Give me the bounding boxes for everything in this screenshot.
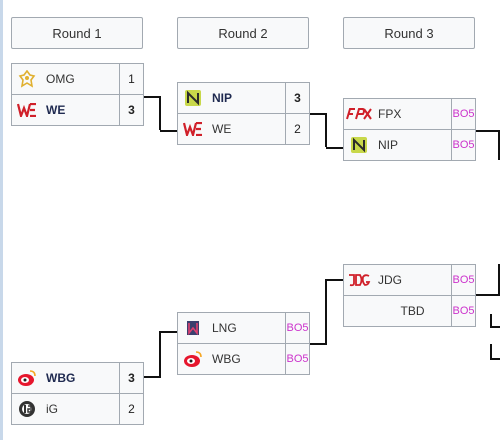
team-score: 3 — [119, 95, 143, 125]
team-name: iG — [46, 402, 58, 416]
team-row[interactable]: FPX BO5 — [343, 98, 476, 130]
round-1-header: Round 1 — [11, 17, 143, 49]
team-row[interactable]: LNG BO5 — [177, 312, 310, 344]
wbg-logo-icon — [178, 344, 208, 374]
connector-r2-bottom-a — [310, 279, 327, 345]
match-format: BO5 — [285, 313, 309, 343]
we-logo-icon — [12, 95, 42, 125]
team-name: TBD — [400, 304, 425, 318]
team-row[interactable]: WE 3 — [11, 94, 144, 126]
wbg-logo-icon — [12, 363, 42, 393]
team-name: NIP — [378, 138, 399, 152]
team-name: JDG — [378, 273, 402, 287]
r2-match-bottom: LNG BO5 WBG BO5 — [177, 312, 310, 375]
connector-r2-bottom-b — [326, 279, 343, 281]
match-format: BO5 — [451, 265, 475, 295]
team-name: WBG — [46, 371, 76, 385]
match-format: BO5 — [451, 130, 475, 160]
nip-logo-icon — [344, 130, 374, 160]
team-name: OMG — [46, 72, 75, 86]
match-format: BO5 — [285, 344, 309, 374]
team-row[interactable]: NIP BO5 — [343, 129, 476, 161]
team-name: WE — [46, 103, 66, 117]
connector-r1-bottom-b — [160, 331, 177, 333]
team-name: NIP — [212, 91, 233, 105]
r2-match-top: NIP 3 WE 2 — [177, 82, 310, 145]
team-row[interactable]: NIP 3 — [177, 82, 310, 114]
team-name: WBG — [212, 352, 241, 366]
team-row[interactable]: WE 2 — [177, 113, 310, 145]
connector-r1-top-b — [160, 130, 177, 132]
r3-match-top: FPX BO5 NIP BO5 — [343, 98, 476, 161]
team-name: FPX — [378, 107, 402, 121]
team-score: 3 — [285, 83, 309, 113]
round-3-label: Round 3 — [384, 25, 434, 41]
team-row[interactable]: JDG BO5 — [343, 264, 476, 296]
team-score: 1 — [119, 64, 143, 94]
r1-match-top: OMG 1 WE 3 — [11, 63, 144, 126]
connector-r1-top-a — [144, 96, 161, 130]
team-name: LNG — [212, 321, 237, 335]
r1-match-bottom: WBG 3 iG 2 — [11, 362, 144, 425]
round-2-header: Round 2 — [177, 17, 309, 49]
connector-r2-top-a — [310, 113, 327, 147]
team-row[interactable]: TBD BO5 — [343, 295, 476, 327]
match-format: BO5 — [451, 296, 475, 326]
team-score: 3 — [119, 363, 143, 393]
team-row[interactable]: OMG 1 — [11, 63, 144, 95]
round-3-header: Round 3 — [343, 17, 475, 49]
page-left-edge — [0, 0, 3, 440]
round-1-label: Round 1 — [52, 25, 102, 41]
nip-logo-icon — [178, 83, 208, 113]
connector-offscreen-b — [490, 344, 500, 360]
team-row[interactable]: WBG BO5 — [177, 343, 310, 375]
r3-match-bottom: JDG BO5 TBD BO5 — [343, 264, 476, 327]
round-2-label: Round 2 — [218, 25, 268, 41]
lng-logo-icon — [178, 313, 208, 343]
team-name: WE — [212, 122, 232, 136]
connector-r2-top-b — [326, 147, 343, 149]
match-format: BO5 — [451, 99, 475, 129]
jdg-logo-icon — [344, 265, 374, 295]
omg-logo-icon — [12, 64, 42, 94]
connector-offscreen-a — [490, 314, 500, 328]
empty-logo-slot — [344, 296, 374, 326]
connector-r3-top — [476, 130, 500, 160]
connector-r3-bottom — [476, 264, 500, 296]
we-logo-icon — [178, 114, 208, 144]
team-score: 2 — [285, 114, 309, 144]
team-row[interactable]: iG 2 — [11, 393, 144, 425]
team-score: 2 — [119, 394, 143, 424]
fpx-logo-icon — [344, 99, 374, 129]
connector-r1-bottom-a — [144, 331, 161, 378]
team-row[interactable]: WBG 3 — [11, 362, 144, 394]
ig-logo-icon — [12, 394, 42, 424]
